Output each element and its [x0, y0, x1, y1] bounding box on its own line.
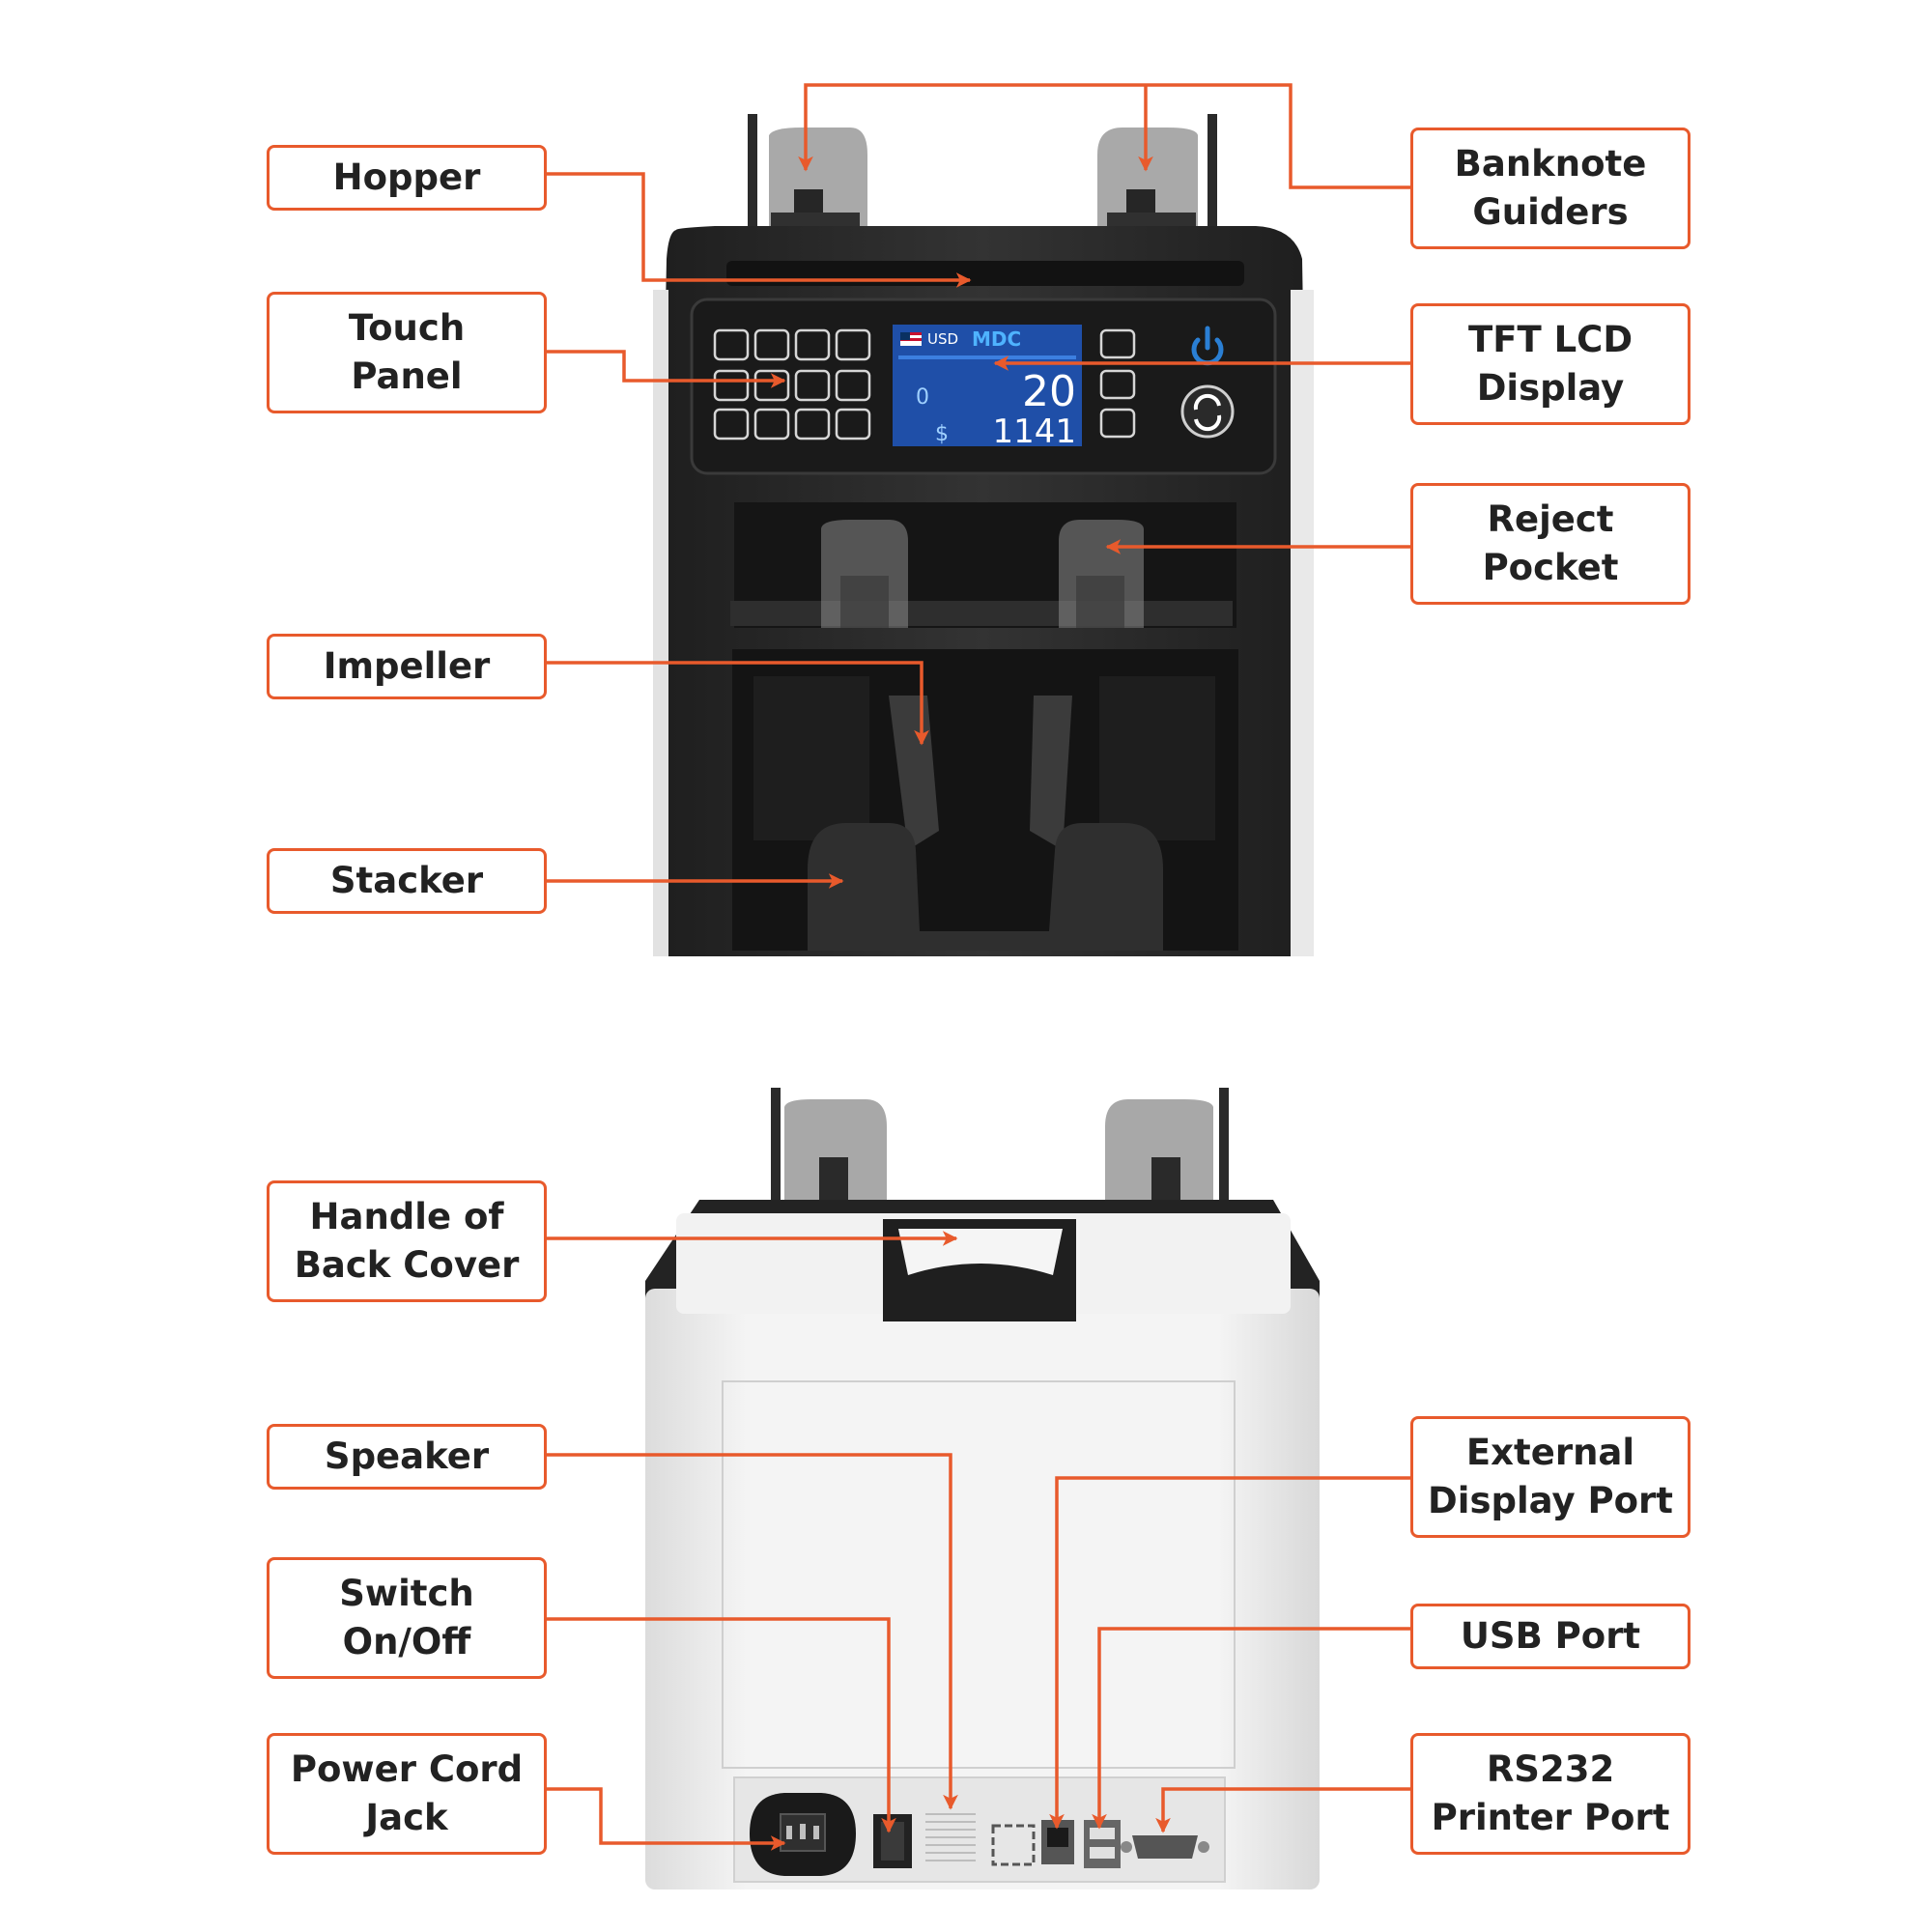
callout-usb-port: USB Port: [1410, 1604, 1690, 1669]
tft-lcd-screen: USD MDC 0 20 $ 1141: [893, 325, 1082, 451]
label-hopper: Hopper: [332, 156, 481, 198]
label-switch-on-off-line2: On/Off: [342, 1621, 471, 1662]
back-cover-handle: [883, 1219, 1076, 1321]
rs232-port: [1121, 1835, 1209, 1859]
label-touch-panel-line1: Touch: [348, 307, 466, 349]
blank-port: [991, 1824, 1036, 1866]
callout-impeller: Impeller: [267, 634, 547, 699]
callout-banknote-guiders: Banknote Guiders: [1410, 128, 1690, 249]
label-banknote-guiders-line1: Banknote: [1454, 143, 1647, 185]
callout-rs232-printer-port: RS232 Printer Port: [1410, 1733, 1690, 1855]
callout-external-display-port: External Display Port: [1410, 1416, 1690, 1538]
label-stacker: Stacker: [329, 860, 484, 901]
label-external-display-port-line2: Display Port: [1428, 1480, 1673, 1521]
us-flag-icon: [900, 332, 922, 346]
label-reject-pocket-line1: Reject: [1487, 498, 1614, 540]
lcd-total-amount: 1141: [992, 412, 1076, 451]
back-left-guider: [771, 1088, 887, 1204]
label-banknote-guiders-line2: Guiders: [1472, 191, 1629, 233]
reject-pocket-area: [730, 502, 1236, 628]
speaker-grille: [925, 1813, 976, 1861]
callout-tft-lcd-display: TFT LCD Display: [1410, 303, 1690, 425]
callout-speaker: Speaker: [267, 1424, 547, 1490]
label-usb-port: USB Port: [1460, 1615, 1641, 1657]
stacker-area: [732, 649, 1238, 951]
external-display-port: [1041, 1820, 1074, 1864]
touch-panel-keys: [713, 328, 871, 440]
back-machine: [645, 1088, 1320, 1889]
lcd-piece-count: 20: [1022, 367, 1076, 416]
callout-switch-on-off: Switch On/Off: [267, 1557, 547, 1679]
lcd-total-symbol: $: [935, 422, 949, 446]
on-off-switch: [873, 1814, 912, 1868]
label-tft-lcd-display-line2: Display: [1476, 367, 1625, 409]
restart-icon: [1180, 384, 1235, 439]
callout-touch-panel: Touch Panel: [267, 292, 547, 413]
label-speaker: Speaker: [324, 1435, 490, 1477]
label-rs232-printer-port-line1: RS232: [1486, 1748, 1615, 1790]
leader-lines: [547, 83, 1410, 1851]
label-touch-panel-line2: Panel: [351, 355, 463, 397]
label-external-display-port-line1: External: [1465, 1432, 1635, 1473]
label-handle-of-back-cover-line2: Back Cover: [294, 1244, 520, 1286]
usb-port: [1084, 1820, 1121, 1868]
label-impeller: Impeller: [323, 645, 491, 687]
power-cord-jack: [750, 1793, 856, 1876]
lcd-currency: USD: [927, 330, 958, 348]
label-handle-of-back-cover-line1: Handle of: [309, 1196, 504, 1237]
function-keys: [1099, 328, 1136, 439]
callout-stacker: Stacker: [267, 848, 547, 914]
label-power-cord-jack-line2: Jack: [365, 1797, 448, 1838]
callout-reject-pocket: Reject Pocket: [1410, 483, 1690, 605]
label-switch-on-off-line1: Switch: [339, 1573, 474, 1614]
back-right-guider: [1105, 1088, 1229, 1204]
label-power-cord-jack-line1: Power Cord: [290, 1748, 524, 1790]
label-tft-lcd-display-line1: TFT LCD: [1467, 319, 1634, 360]
lcd-mode: MDC: [972, 327, 1021, 351]
label-rs232-printer-port-line2: Printer Port: [1431, 1797, 1670, 1838]
lcd-reject-count: 0: [916, 385, 929, 410]
callout-hopper: Hopper: [267, 145, 547, 211]
callout-handle-of-back-cover: Handle of Back Cover: [267, 1180, 547, 1302]
callout-power-cord-jack: Power Cord Jack: [267, 1733, 547, 1855]
front-machine: USD MDC 0 20 $ 1141: [653, 114, 1314, 956]
label-reject-pocket-line2: Pocket: [1482, 547, 1619, 588]
